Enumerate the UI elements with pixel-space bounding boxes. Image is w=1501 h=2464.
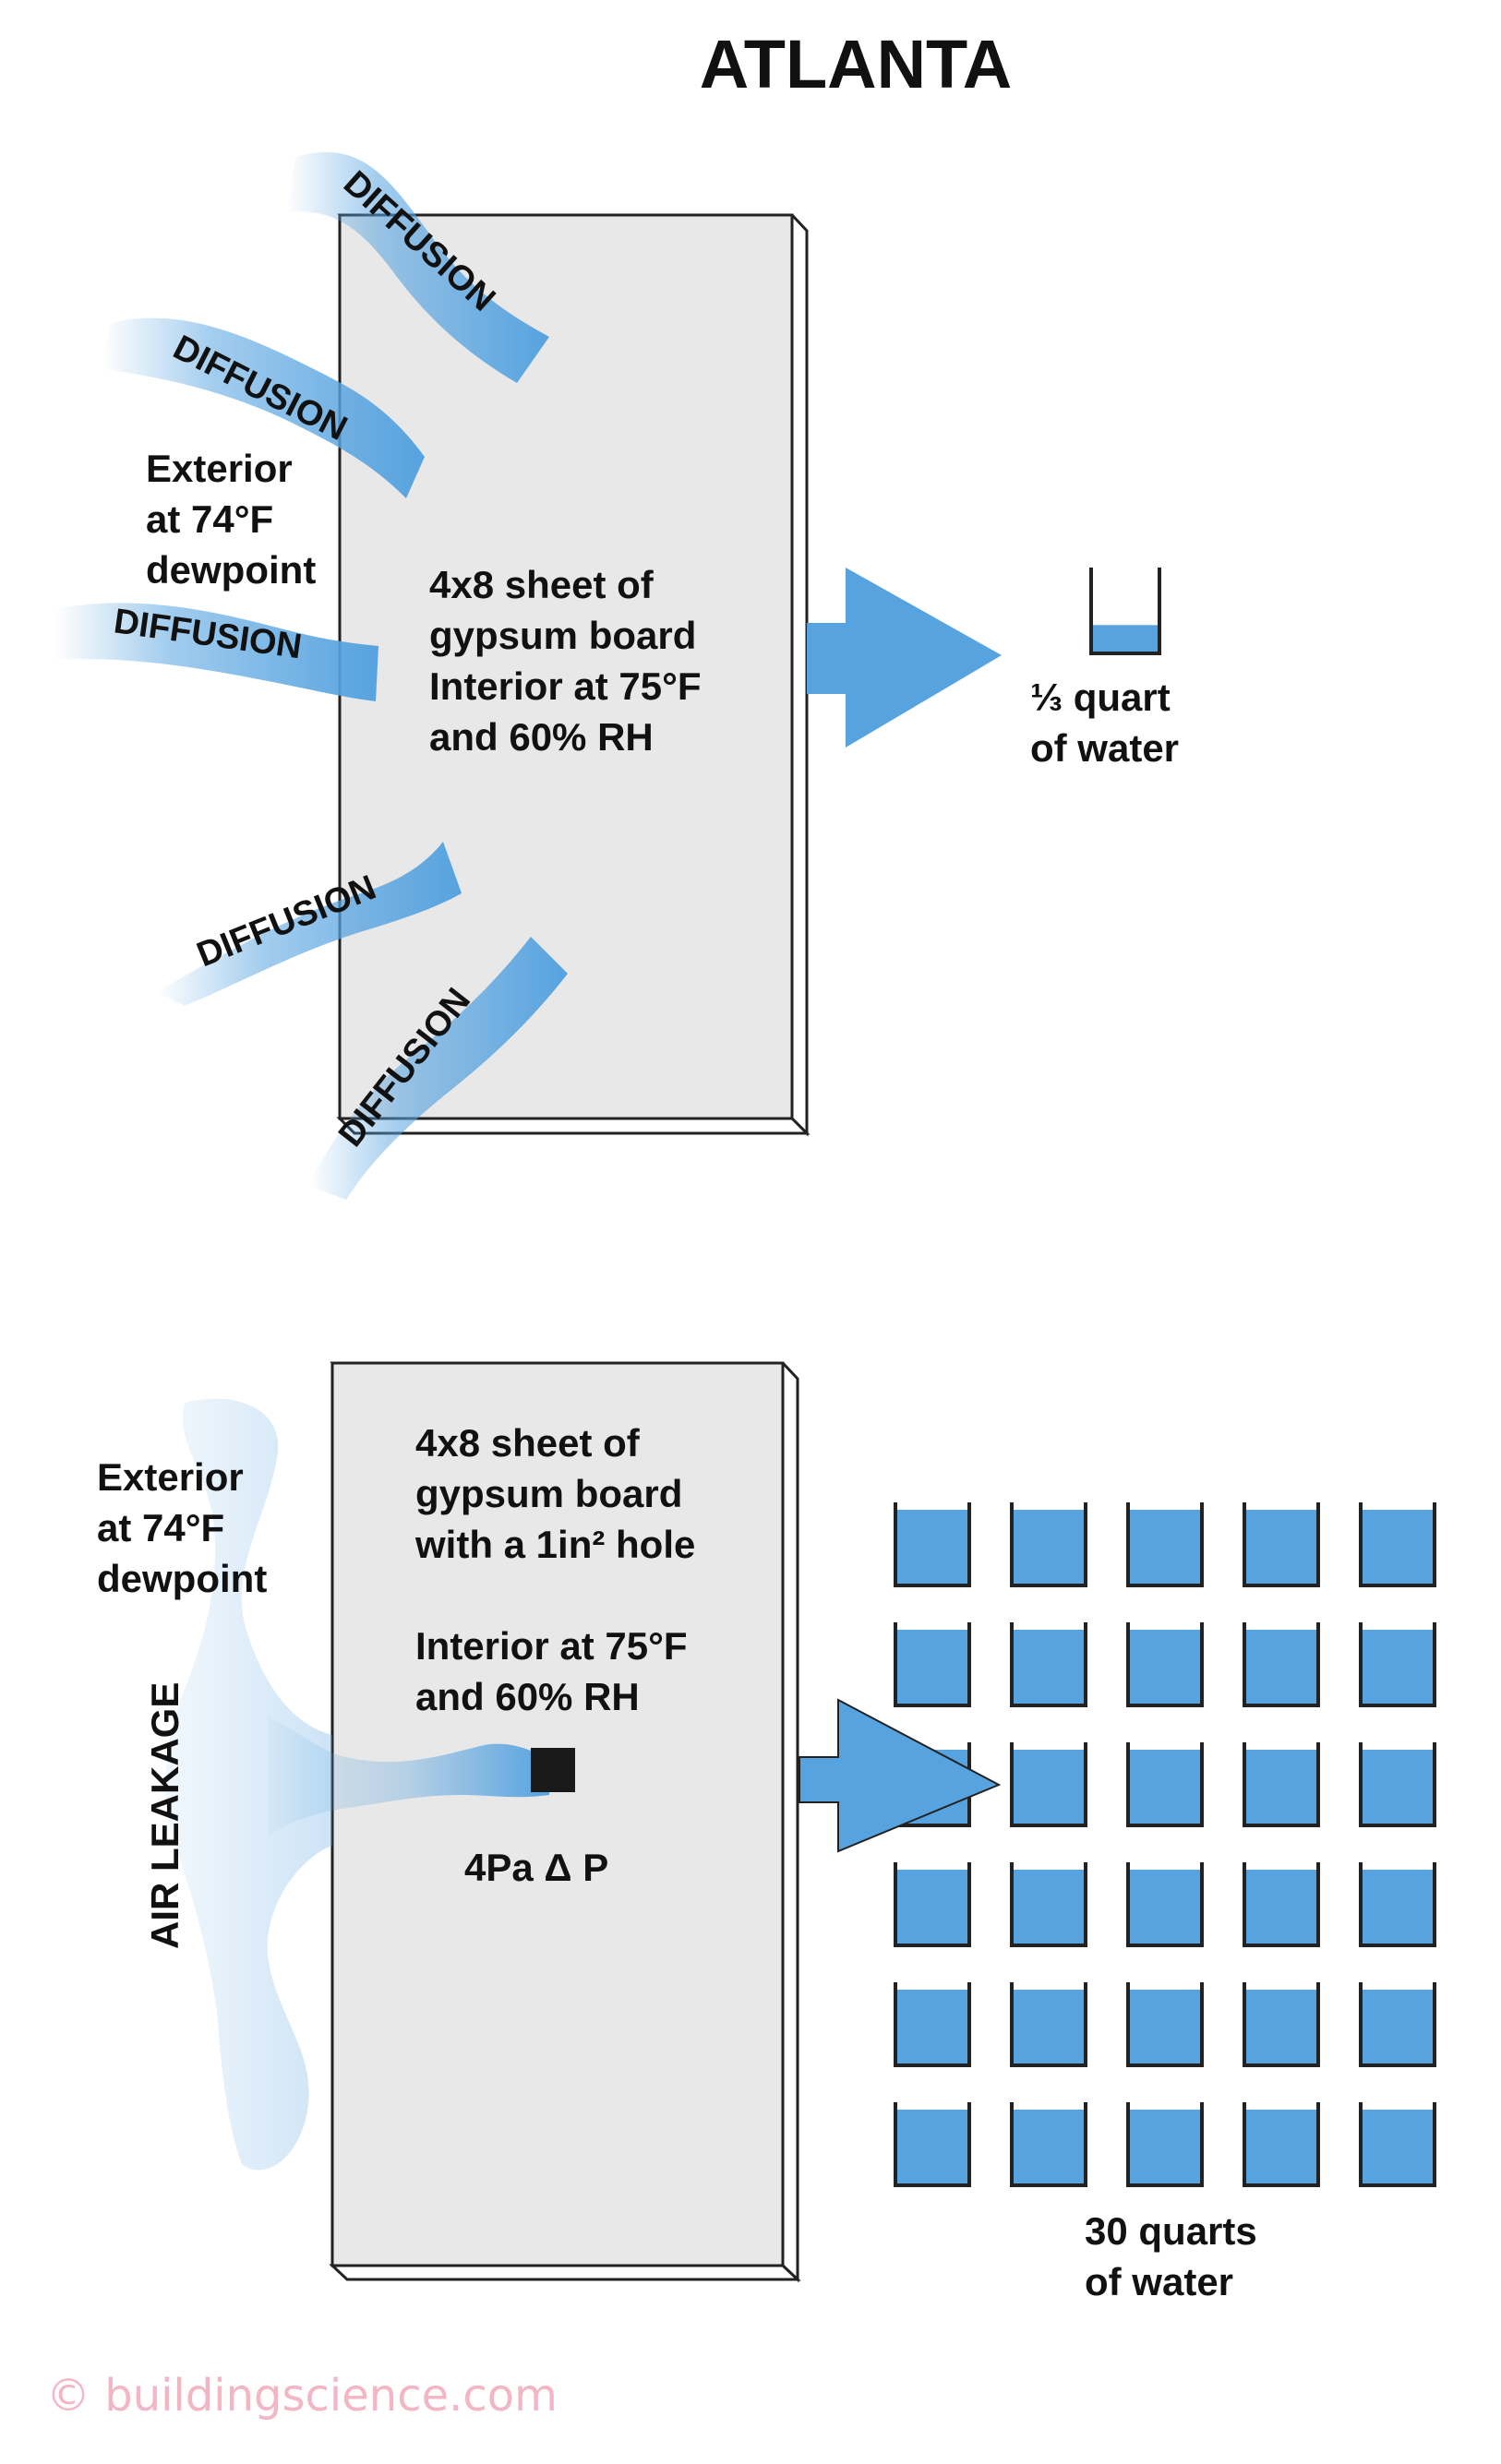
bottom-result-label: 30 quarts of water — [1085, 2209, 1267, 2303]
water-cup — [1359, 1982, 1436, 2067]
top-exterior-label: Exterior at 74°F dewpoint — [146, 447, 316, 592]
water-cup — [1126, 1862, 1204, 1947]
air-leakage-plume — [165, 1398, 549, 2171]
top-flow-arrow — [807, 568, 1002, 748]
top-water-cup — [1089, 568, 1161, 655]
water-cup — [1359, 1502, 1436, 1587]
water-cup — [1126, 1622, 1204, 1707]
water-cup — [1359, 1622, 1436, 1707]
water-cup — [1010, 1622, 1087, 1707]
water-cup — [1359, 1742, 1436, 1827]
bottom-flow-arrow — [799, 1698, 1002, 1853]
water-cup — [1126, 1742, 1204, 1827]
water-cup — [894, 1862, 971, 1947]
bottom-gypsum-board — [329, 1361, 801, 2283]
page-title: ATLANTA — [700, 26, 1012, 102]
water-cup — [894, 1502, 971, 1587]
water-cup — [894, 1982, 971, 2067]
water-cup — [1010, 1742, 1087, 1827]
water-cup-grid — [894, 1502, 1436, 2187]
water-cup — [1243, 1742, 1320, 1827]
water-cup — [1010, 1862, 1087, 1947]
water-cup — [1126, 1502, 1204, 1587]
water-cup — [1243, 1982, 1320, 2067]
water-cup — [1126, 1982, 1204, 2067]
watermark: © buildingscience.com — [46, 2370, 558, 2422]
water-cup — [1359, 1862, 1436, 1947]
hole-marker — [531, 1748, 575, 1792]
bottom-panel-label: 4x8 sheet of gypsum board with a 1in² ho… — [414, 1421, 706, 1718]
water-cup — [894, 2102, 971, 2187]
top-panel-label: 4x8 sheet of gypsum board Interior at 75… — [429, 563, 712, 759]
water-cup — [1010, 2102, 1087, 2187]
diffusion-stream-3: DIFFUSION — [55, 602, 378, 701]
water-cup — [1243, 1862, 1320, 1947]
top-gypsum-board — [336, 213, 811, 1137]
water-cup — [1359, 2102, 1436, 2187]
top-result-label: ⅓ quart of water — [1030, 676, 1181, 770]
water-cup — [1243, 2102, 1320, 2187]
pressure-label: 4Pa Δ P — [464, 1846, 608, 1889]
water-cup — [894, 1622, 971, 1707]
bottom-exterior-label: Exterior at 74°F dewpoint — [97, 1455, 267, 1600]
air-leakage-label: AIR LEAKAGE — [143, 1682, 186, 1949]
water-cup — [1243, 1622, 1320, 1707]
water-cup — [1010, 1502, 1087, 1587]
water-cup — [1243, 1502, 1320, 1587]
water-cup — [1126, 2102, 1204, 2187]
water-cup — [1010, 1982, 1087, 2067]
